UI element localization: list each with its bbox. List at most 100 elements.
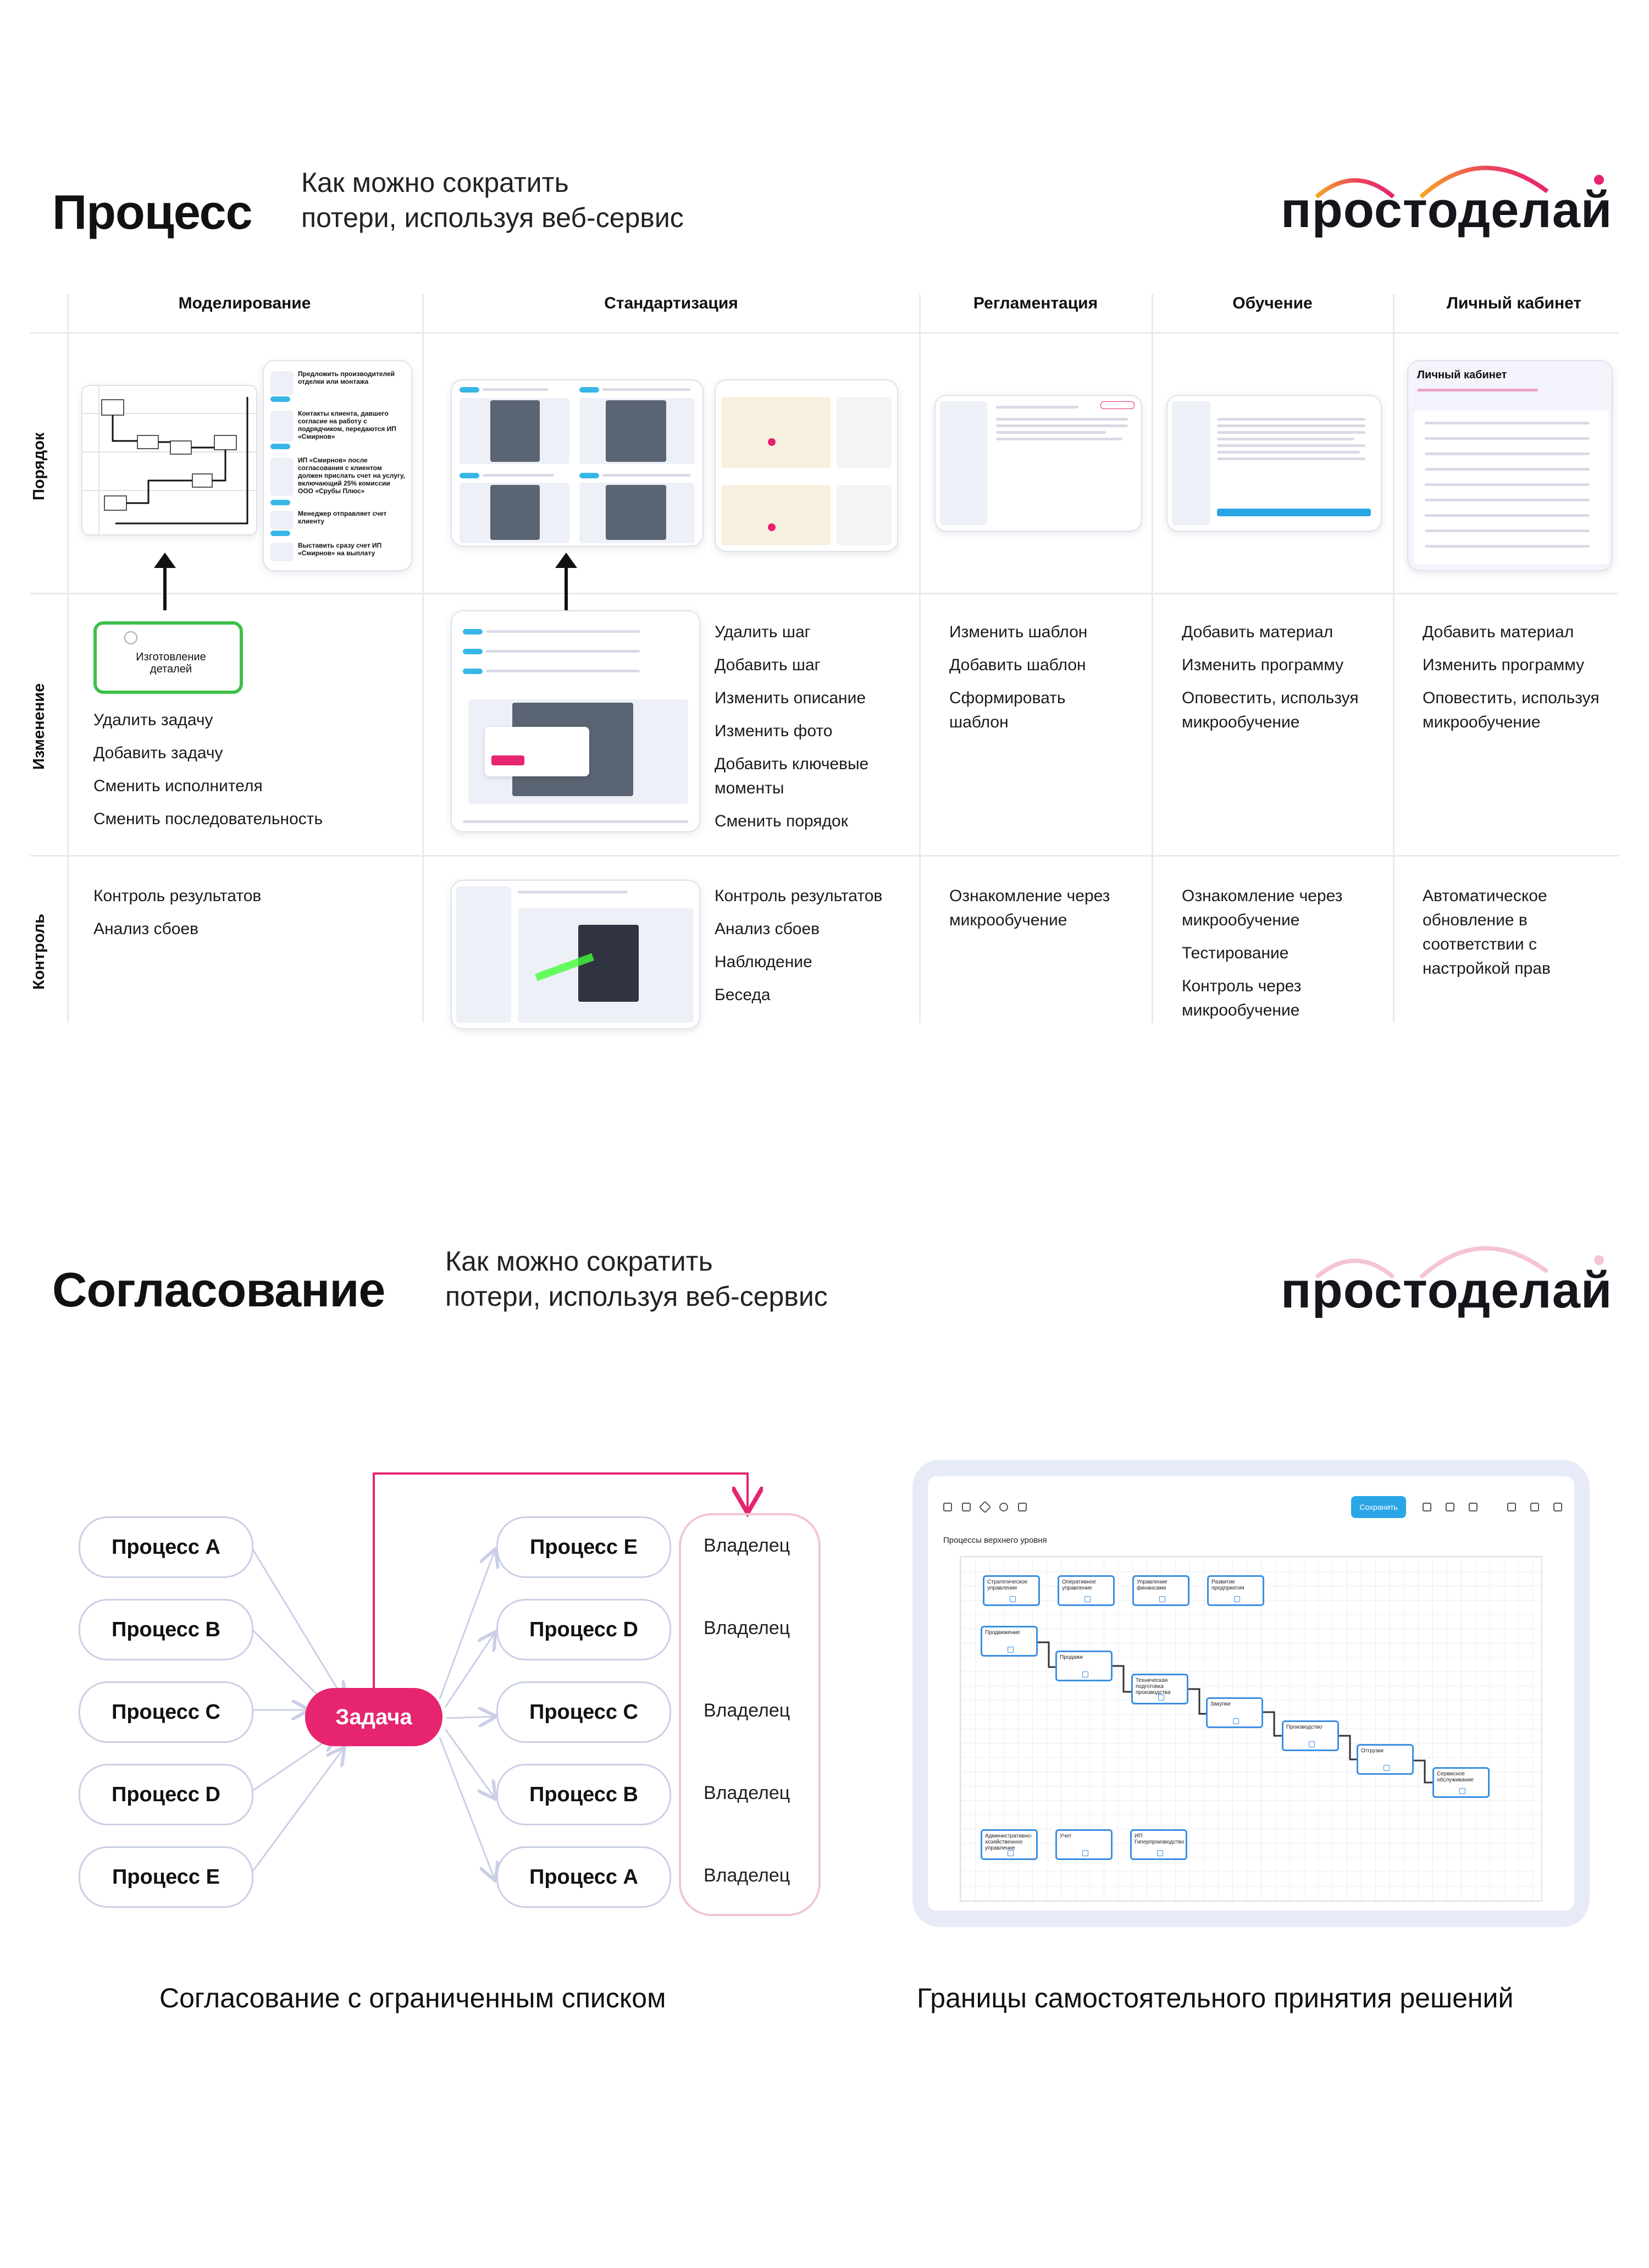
card-standard-form xyxy=(715,379,898,552)
list-item: Добавить задачу xyxy=(93,744,223,762)
column-header-reglament: Регламентация xyxy=(973,294,1098,312)
grid-line xyxy=(30,855,1619,857)
fullscreen-icon[interactable] xyxy=(1553,1503,1562,1511)
list-modeling-control: Контроль результатов Анализ сбоев xyxy=(93,884,261,950)
user-icon[interactable] xyxy=(943,1503,952,1511)
save-button[interactable]: Сохранить xyxy=(1351,1496,1406,1518)
caption-decision-boundaries: Границы самостоятельного принятия решени… xyxy=(917,1983,1514,2013)
process-node[interactable]: Закупки xyxy=(1206,1697,1263,1728)
screen-heading: Процессы верхнего уровня xyxy=(943,1536,1047,1545)
column-header-cabinet: Личный кабинет xyxy=(1446,294,1582,312)
grid-line xyxy=(422,294,424,1023)
grid-line xyxy=(919,294,921,1023)
person-icon[interactable] xyxy=(1507,1503,1516,1511)
process-node[interactable]: Управление финансами xyxy=(1132,1575,1189,1606)
list-training-change: Добавить материал Изменить программу Опо… xyxy=(1182,620,1385,743)
process-pill-left: Процесс E xyxy=(79,1846,253,1908)
process-node[interactable]: Развитие предприятия xyxy=(1207,1575,1264,1606)
list-item: Добавить материал xyxy=(1182,623,1333,641)
subtitle-line: потери, используя веб-сервис xyxy=(301,202,684,233)
list-reglament-control: Ознакомление через микрообучение xyxy=(949,884,1136,941)
process-node[interactable]: Стратегическое управление xyxy=(983,1575,1040,1606)
subtitle-line: Как можно сократить xyxy=(301,167,569,198)
process-node[interactable]: ИП Гиперпроизводство xyxy=(1130,1829,1187,1860)
list-item: Добавить шаблон xyxy=(949,656,1086,674)
brand-logo-light: простоделай xyxy=(1281,1229,1622,1328)
grid-line xyxy=(30,332,1619,334)
tablet-mockup: Сохранить Процессы верхнего уровня Страт… xyxy=(912,1460,1590,1927)
list-item: Добавить ключевые моменты xyxy=(715,755,869,797)
process-pill-left: Процесс A xyxy=(79,1516,253,1578)
brand-logo: простоделай xyxy=(1281,148,1622,247)
step-text: Менеджер отправляет счет клиенту xyxy=(298,510,387,525)
logo-dot-icon xyxy=(1594,175,1604,185)
step-text: Контакты клиента, давшего согласие на ра… xyxy=(298,410,396,440)
list-item: Контроль результатов xyxy=(93,887,262,905)
list-item: Ознакомление через микрообучение xyxy=(1182,887,1343,929)
list-item: Сменить порядок xyxy=(715,812,848,830)
play-icon[interactable] xyxy=(1018,1503,1027,1511)
list-item: Контроль через микрообучение xyxy=(1182,977,1302,1019)
tablet-screen: Сохранить Процессы верхнего уровня Страт… xyxy=(928,1476,1574,1911)
grid-line xyxy=(67,294,69,1023)
column-header-training: Обучение xyxy=(1232,294,1313,312)
cabinet-card-title: Личный кабинет xyxy=(1417,369,1507,381)
logo-arc-icon xyxy=(1315,165,1549,199)
list-item: Оповестить, используя микрообучение xyxy=(1423,689,1600,731)
list-cabinet-change: Добавить материал Изменить программу Опо… xyxy=(1423,620,1620,743)
list-item: Сформировать шаблон xyxy=(949,689,1066,731)
process-node[interactable]: Техническая подготовка производства xyxy=(1131,1674,1188,1704)
owner-label: Владелец xyxy=(704,1618,790,1638)
process-node[interactable]: Сервисное обслуживание xyxy=(1432,1767,1490,1798)
process-pill-left: Процесс B xyxy=(79,1599,253,1660)
list-item: Изменить описание xyxy=(715,689,866,707)
diagram-canvas[interactable]: Стратегическое управление Оперативное уп… xyxy=(960,1556,1542,1902)
row-header-change: Изменение xyxy=(30,683,48,770)
print-icon[interactable] xyxy=(1530,1503,1539,1511)
owner-label: Владелец xyxy=(704,1865,790,1886)
list-item: Добавить материал xyxy=(1423,623,1574,641)
list-item: Сменить последовательность xyxy=(93,810,323,828)
process-node[interactable]: Отгрузки xyxy=(1357,1744,1414,1775)
list-item: Анализ сбоев xyxy=(93,920,199,938)
process-node[interactable]: Продажи xyxy=(1055,1651,1113,1681)
list-item: Изменить фото xyxy=(715,722,833,740)
card-modeling-steps: Предложить производителей отделки или мо… xyxy=(263,360,412,571)
card-standard-photos xyxy=(451,379,704,547)
logo-text: простоделай xyxy=(1281,182,1613,238)
process-pill-right: Процесс E xyxy=(496,1516,671,1578)
node-manufacture: Изготовление деталей xyxy=(93,621,243,694)
arrow-head-icon xyxy=(154,553,176,568)
list-item: Изменить программу xyxy=(1423,656,1585,674)
card-standard-observe xyxy=(451,880,700,1029)
process-node[interactable]: Производство xyxy=(1282,1720,1339,1751)
list-item: Добавить шаг xyxy=(715,656,821,674)
expand-icon[interactable] xyxy=(1469,1503,1478,1511)
process-node[interactable]: Продвижение xyxy=(981,1626,1038,1657)
process-pill-left: Процесс C xyxy=(79,1681,253,1743)
section-subtitle-process: Как можно сократить потери, используя ве… xyxy=(301,165,684,235)
process-node[interactable]: Учет xyxy=(1055,1829,1113,1860)
layers-icon[interactable] xyxy=(1423,1503,1431,1511)
process-node[interactable]: Оперативное управление xyxy=(1058,1575,1115,1606)
diamond-icon[interactable] xyxy=(978,1500,992,1514)
list-item: Автоматическое обновление в соответствии… xyxy=(1423,887,1551,978)
grid-icon[interactable] xyxy=(962,1503,971,1511)
arrow-up-icon xyxy=(565,566,568,610)
list-item: Сменить исполнителя xyxy=(93,777,263,795)
columns-icon[interactable] xyxy=(1446,1503,1454,1511)
target-icon[interactable] xyxy=(999,1503,1008,1511)
process-pill-right: Процесс B xyxy=(496,1764,671,1825)
swimlane-diagram xyxy=(82,386,256,534)
card-reglament xyxy=(934,395,1142,532)
list-training-control: Ознакомление через микрообучение Тестиро… xyxy=(1182,884,1385,1031)
arrow-up-icon xyxy=(163,566,167,610)
process-node[interactable]: Административно-хозяйственное управление xyxy=(981,1829,1038,1860)
grid-line xyxy=(1393,294,1395,1023)
list-item: Изменить программу xyxy=(1182,656,1344,674)
process-pill-right: Процесс C xyxy=(496,1681,671,1743)
column-header-standardization: Стандартизация xyxy=(604,294,738,312)
step-text: Выставить сразу счет ИП «Смирнов» на вып… xyxy=(298,542,382,557)
subtitle-line: потери, используя веб-сервис xyxy=(445,1281,828,1312)
list-reglament-change: Изменить шаблон Добавить шаблон Сформиро… xyxy=(949,620,1136,743)
